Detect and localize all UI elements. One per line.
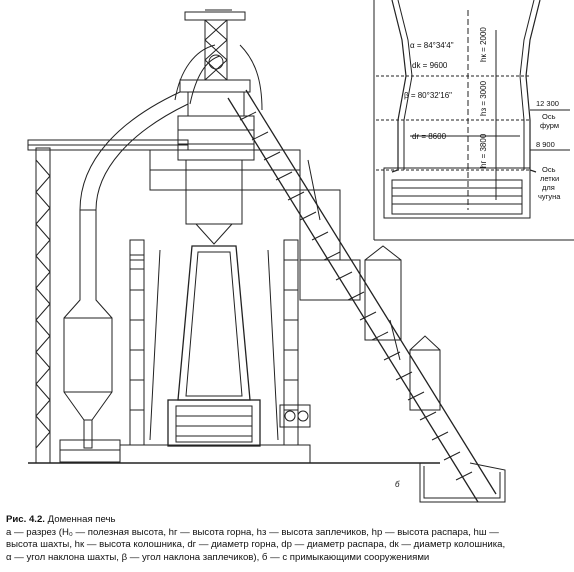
dk-label: dk = 9600 bbox=[412, 61, 448, 70]
left-trestle bbox=[27, 139, 189, 464]
caption-title: Рис. 4.2. bbox=[6, 514, 45, 525]
cross-section-inset bbox=[373, 0, 574, 241]
taphole-axis-label-1: Ось bbox=[542, 165, 556, 174]
level-bottom-label: 8 900 bbox=[536, 140, 555, 149]
figure-caption: Рис. 4.2. Доменная печь а — разрез (H₀ —… bbox=[6, 514, 568, 564]
hk-label: hк = 2000 bbox=[479, 27, 488, 62]
panel-b-label: б bbox=[395, 480, 400, 489]
blast-furnace-drawing: б α = 84°34'4" dk = 9600 β = 80°32'16" d… bbox=[27, 0, 574, 503]
tuyere-axis-label-1: Ось bbox=[542, 112, 556, 121]
hg-label: hг = 3800 bbox=[479, 133, 488, 168]
caption-heading: Рис. 4.2. Доменная печь bbox=[6, 514, 568, 527]
tuyere-axis-label-2: фурм bbox=[540, 121, 559, 130]
gas-downcomers bbox=[174, 44, 263, 111]
skip-pit bbox=[419, 462, 506, 503]
caption-name: Доменная печь bbox=[47, 514, 116, 525]
beta-label: β = 80°32'16" bbox=[404, 91, 452, 100]
dr-label: dr = 8600 bbox=[412, 132, 447, 141]
top-structure bbox=[177, 9, 255, 245]
level-top-label: 12 300 bbox=[536, 99, 559, 108]
alpha-label: α = 84°34'4" bbox=[410, 41, 454, 50]
furnace-body bbox=[119, 149, 311, 464]
hz-label: hз = 3000 bbox=[479, 80, 488, 116]
skip-bridge bbox=[227, 89, 497, 503]
caption-line-1: а — разрез (H₀ — полезная высота, hг — в… bbox=[6, 526, 499, 538]
dust-catcher bbox=[59, 91, 189, 463]
caption-line-3: α — угол наклона шахты, β — угол наклона… bbox=[6, 551, 430, 563]
stock-house bbox=[299, 189, 441, 411]
taphole-axis-label-2: летки bbox=[540, 174, 559, 183]
caption-line-2: высота шахты, hк — высота колошника, dг … bbox=[6, 539, 506, 551]
taphole-axis-label-3: для bbox=[542, 183, 555, 192]
taphole-axis-label-4: чугуна bbox=[538, 192, 561, 201]
